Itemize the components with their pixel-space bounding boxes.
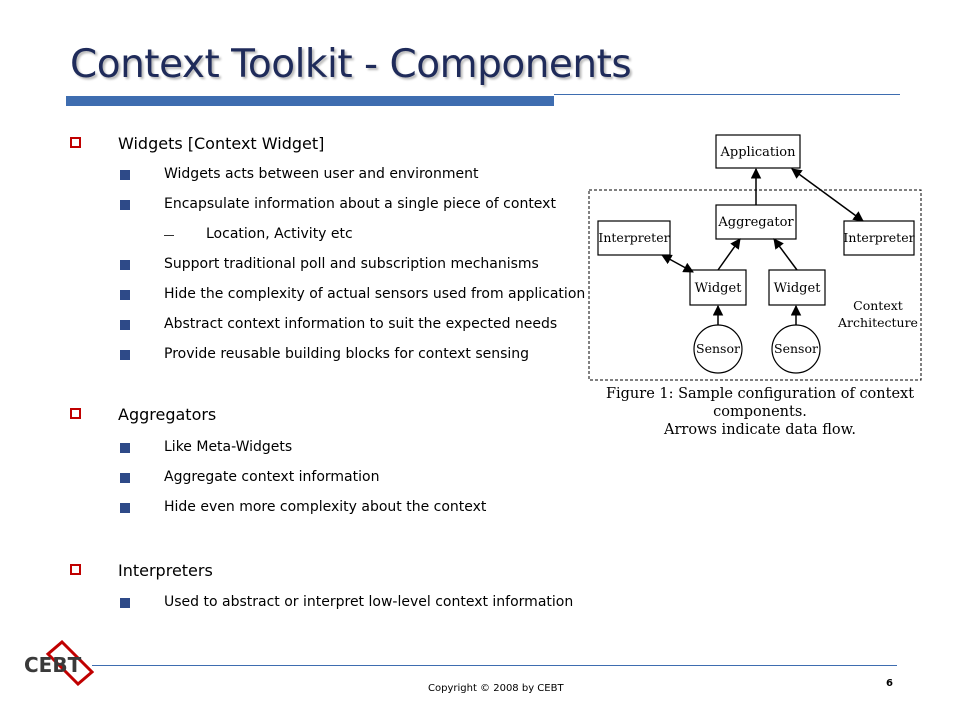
page-title: Context Toolkit - Components — [70, 42, 632, 87]
hollow-square-bullet-icon — [70, 408, 81, 419]
cebt-logo: CEBT — [22, 639, 95, 690]
bullet-label: Interpreters — [118, 561, 213, 580]
architecture-diagram: Application Aggregator Interpreter Inter… — [588, 134, 922, 381]
title-underline-rule — [554, 94, 900, 95]
node-interpreter-right — [843, 220, 915, 256]
square-bullet-icon — [120, 473, 130, 483]
title-underline-bar — [66, 96, 554, 106]
architecture-label: Context Architecture — [828, 297, 928, 331]
sub-bullet-text: Hide the complexity of actual sensors us… — [164, 286, 586, 302]
node-application-label: Application — [720, 145, 797, 160]
sub-bullet-text: Used to abstract or interpret low-level … — [164, 594, 574, 610]
sub-sub-bullet-text: Location, Activity etc — [206, 226, 353, 242]
square-bullet-icon — [120, 290, 130, 300]
data-flow-arrows — [661, 167, 864, 325]
node-interpreter-right-label: Interpreter — [843, 230, 914, 245]
square-bullet-icon — [120, 170, 130, 180]
architecture-boundary — [588, 189, 922, 381]
node-widget-left-label: Widget — [695, 281, 743, 296]
architecture-label-line2: Architecture — [838, 315, 918, 330]
square-bullet-icon — [120, 598, 130, 608]
bullet-label: Widgets [Context Widget] — [118, 134, 325, 153]
footer-rule — [92, 665, 897, 666]
sub-bullet-text: Like Meta-Widgets — [164, 439, 293, 455]
node-widget-right-label: Widget — [774, 281, 822, 296]
sub-bullet-text: Support traditional poll and subscriptio… — [164, 256, 539, 272]
copyright-text: Copyright © 2008 by CEBT — [428, 683, 564, 694]
square-bullet-icon — [120, 200, 130, 210]
dash-bullet-icon — [164, 235, 174, 236]
node-interpreter-left-label: Interpreter — [598, 230, 669, 245]
arrow-interpreter-application — [791, 168, 864, 222]
hollow-square-bullet-icon — [70, 564, 81, 575]
arrow-widget-left-to-aggregator — [717, 238, 741, 271]
node-interpreter-left — [597, 220, 671, 256]
figure-caption: Figure 1: Sample configuration of contex… — [580, 385, 940, 439]
node-aggregator — [715, 204, 797, 240]
sub-bullet-text: Aggregate context information — [164, 469, 380, 485]
architecture-label-line1: Context — [853, 298, 903, 313]
sub-bullet-text: Hide even more complexity about the cont… — [164, 499, 487, 515]
sub-bullet-text: Encapsulate information about a single p… — [164, 196, 556, 212]
sub-bullet-text: Abstract context information to suit the… — [164, 316, 558, 332]
cebt-logo-text: CEBT — [24, 653, 82, 677]
node-application — [715, 134, 801, 169]
figure-caption-line1: Figure 1: Sample configuration of contex… — [605, 386, 915, 420]
bullet-label: Aggregators — [118, 405, 217, 424]
hollow-square-bullet-icon — [70, 137, 81, 148]
arrow-widget-interpreter — [661, 254, 694, 273]
figure-caption-line2: Arrows indicate data flow. — [664, 422, 856, 438]
arrow-widget-right-to-aggregator — [773, 238, 798, 271]
node-aggregator-label: Aggregator — [717, 215, 794, 230]
square-bullet-icon — [120, 443, 130, 453]
node-sensor-left-label: Sensor — [696, 341, 740, 356]
square-bullet-icon — [120, 260, 130, 270]
cebt-logo-mark: CEBT — [24, 639, 95, 687]
square-bullet-icon — [120, 503, 130, 513]
node-sensor-right-label: Sensor — [774, 341, 818, 356]
context-architecture-figure: Application Aggregator Interpreter Inter… — [580, 125, 940, 438]
square-bullet-icon — [120, 350, 130, 360]
sub-bullet-text: Widgets acts between user and environmen… — [164, 166, 479, 182]
page-number: 6 — [886, 678, 893, 689]
sub-bullet-text: Provide reusable building blocks for con… — [164, 346, 530, 362]
square-bullet-icon — [120, 320, 130, 330]
